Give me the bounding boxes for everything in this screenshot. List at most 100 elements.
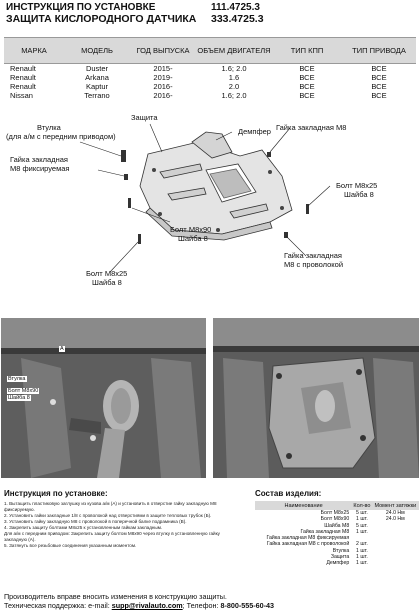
kit-item-qty: 1 шт. — [356, 547, 368, 554]
vehicle-models-table: Марка Модель Год выпуска Объем двигателя… — [4, 37, 416, 100]
col-header-model: Модель — [64, 37, 130, 64]
cell-year: 2015- — [153, 64, 173, 73]
header-article-code-2: 333.4725.3 — [211, 13, 264, 25]
cell-year: 2019- — [153, 73, 173, 82]
kit-item-name: Гайка закладная М8 с проволокой — [266, 541, 350, 548]
instruction-step: 1. Вытащить пластиковую заглушку из кузо… — [4, 501, 217, 512]
kit-item-name: Втулка — [332, 547, 350, 554]
label-nut-wire-1: Гайка закладная — [284, 251, 342, 260]
label-dempfer: Демпфер — [238, 127, 271, 136]
col-header-gearbox: Тип КПП — [272, 37, 342, 64]
cell-brand: Nissan — [10, 91, 33, 100]
kit-col-name: Наименование — [255, 501, 353, 510]
label-bolt-m8x90-1: Болт М8х90 — [170, 225, 212, 234]
col-header-brand: Марка — [4, 37, 64, 64]
header-instruction-title: ИНСТРУКЦИЯ ПО УСТАНОВКЕ — [6, 2, 156, 13]
kit-item-qty: 2 шт. — [356, 541, 368, 548]
kit-item-name: Болт М8х25 — [320, 510, 350, 516]
assembly-diagram: Втулка (для а/м с передним приводом) Защ… — [0, 112, 420, 312]
table-row: Renault Kaptur 2016- 2.0 ВСЕ ВСЕ — [4, 82, 416, 91]
cell-model: Terrano — [84, 91, 110, 100]
col-header-engine: Объем двигателя — [196, 37, 272, 64]
cell-model: Arkana — [85, 73, 109, 82]
kit-table: Наименование Кол-во Момент затяжки Болт … — [255, 501, 419, 567]
photo-label-washer: Шайба 8 — [7, 395, 31, 401]
instruction-step: 5. Затянуть все резьбовые соединения ука… — [4, 543, 137, 548]
cell-drive: ВСЕ — [371, 64, 387, 73]
label-nut-wire-2: М8 с проволокой — [284, 260, 344, 269]
cell-year: 2016- — [153, 82, 173, 91]
kit-item-qty: 1 шт. — [356, 560, 368, 567]
cell-gearbox: ВСЕ — [299, 64, 315, 73]
kit-item-name: Гайка закладная М8 фиксируемая — [266, 535, 350, 542]
cell-engine: 1.6 — [228, 73, 240, 82]
kit-col-torque: Момент затяжки — [371, 501, 419, 510]
photo-label-vtulka: Втулка — [7, 376, 27, 382]
support-line: Техническая поддержка: e-mail: supp@riva… — [4, 601, 418, 610]
table-row: Гайка закладная М8 фиксируемая — [255, 535, 419, 541]
label-bolt-m8x25-left-2: Шайба 8 — [92, 278, 122, 287]
kit-item-torque — [372, 560, 419, 566]
label-bolt-m8x25-right-1: Болт М8х25 — [336, 181, 378, 190]
table-row: Nissan Terrano 2016- 1.6; 2.0 ВСЕ ВСЕ — [4, 91, 416, 100]
underbody-photo-right — [213, 318, 419, 478]
label-vtulka-note: (для а/м с передним приводом) — [6, 132, 116, 141]
instructions-title: Инструкция по установке: — [4, 489, 108, 498]
support-prefix: Техническая поддержка: e-mail: — [4, 601, 110, 610]
kit-item-name: Защита — [330, 554, 350, 561]
kit-item-name: Шайба М8 — [324, 522, 350, 529]
label-vtulka: Втулка — [37, 123, 61, 132]
cell-gearbox: ВСЕ — [299, 73, 315, 82]
kit-item-qty: 1 шт. — [356, 554, 368, 561]
table-row: Renault Duster 2015- 1.6; 2.0 ВСЕ ВСЕ — [4, 64, 416, 74]
installation-instructions: Инструкция по установке: 1. Вытащить пла… — [4, 489, 244, 549]
kit-item-name: Демпфер — [326, 560, 350, 567]
installation-photos: Втулка Болт М8х90 Шайба 8 А — [0, 318, 420, 478]
cell-engine: 1.6; 2.0 — [221, 64, 247, 73]
instruction-step: 2. Установить гайки закладные 1/8 с пров… — [4, 513, 212, 518]
cell-brand: Renault — [10, 73, 36, 82]
underbody-photo-left — [1, 318, 206, 478]
label-nut-m8-top: Гайка закладная М8 — [276, 123, 347, 132]
models-header-row: Марка Модель Год выпуска Объем двигателя… — [4, 37, 416, 64]
table-row: Renault Arkana 2019- 1.6 ВСЕ ВСЕ — [4, 73, 416, 82]
col-header-year: Год выпуска — [130, 37, 196, 64]
header-product-title: ЗАЩИТА КИСЛОРОДНОГО ДАТЧИКА — [6, 13, 197, 25]
kit-item-torque: 24.0 Нм — [385, 510, 405, 516]
cell-drive: ВСЕ — [371, 82, 387, 91]
photo-before-installation: Втулка Болт М8х90 Шайба 8 А — [1, 318, 206, 478]
cell-drive: ВСЕ — [371, 91, 387, 100]
cell-model: Kaptur — [85, 82, 109, 91]
photo-label-a: А — [59, 346, 65, 352]
manufacturer-notice: Производитель вправе вносить изменения в… — [4, 592, 227, 601]
kit-contents: Состав изделия: Наименование Кол-во Моме… — [255, 489, 419, 567]
cell-model: Duster — [85, 64, 109, 73]
label-nut-fixed-2: М8 фиксируемая — [10, 164, 70, 173]
label-zashchita: Защита — [131, 113, 158, 122]
phone-prefix: ; Телефон: — [182, 601, 219, 610]
instruction-step: 4. Закрепить защиту болтами М8х25 к уста… — [4, 525, 163, 530]
col-header-drive: Тип привода — [342, 37, 416, 64]
support-phone: 8-800-555-60-43 — [220, 601, 274, 610]
kit-header-row: Наименование Кол-во Момент затяжки — [255, 501, 419, 510]
table-row: Демпфер 1 шт. — [255, 560, 419, 566]
label-bolt-m8x25-left-1: Болт М8х25 — [86, 269, 128, 278]
label-nut-fixed-1: Гайка закладная — [10, 155, 68, 164]
cell-year: 2016- — [153, 91, 173, 100]
kit-title: Состав изделия: — [255, 489, 322, 498]
support-email-link[interactable]: supp@rivalauto.com — [111, 601, 183, 610]
document-header: ИНСТРУКЦИЯ ПО УСТАНОВКЕ ЗАЩИТА КИСЛОРОДН… — [6, 2, 414, 36]
document-footer: Производитель вправе вносить изменения в… — [4, 592, 418, 610]
skid-plate-drawing — [79, 123, 331, 273]
table-row: Втулка 1 шт. — [255, 548, 419, 554]
cell-gearbox: ВСЕ — [299, 82, 315, 91]
kit-item-qty: 1 шт. — [356, 516, 368, 523]
table-row: Защита 1 шт. — [255, 554, 419, 560]
cell-engine: 2.0 — [228, 82, 240, 91]
cell-gearbox: ВСЕ — [299, 91, 315, 100]
instruction-step: Для а/м с передним приводом: Закрепить з… — [4, 531, 220, 542]
kit-item-name: Гайка закладная М8 — [300, 528, 350, 535]
table-row: Гайка закладная М8 с проволокой 2 шт. — [255, 541, 419, 547]
